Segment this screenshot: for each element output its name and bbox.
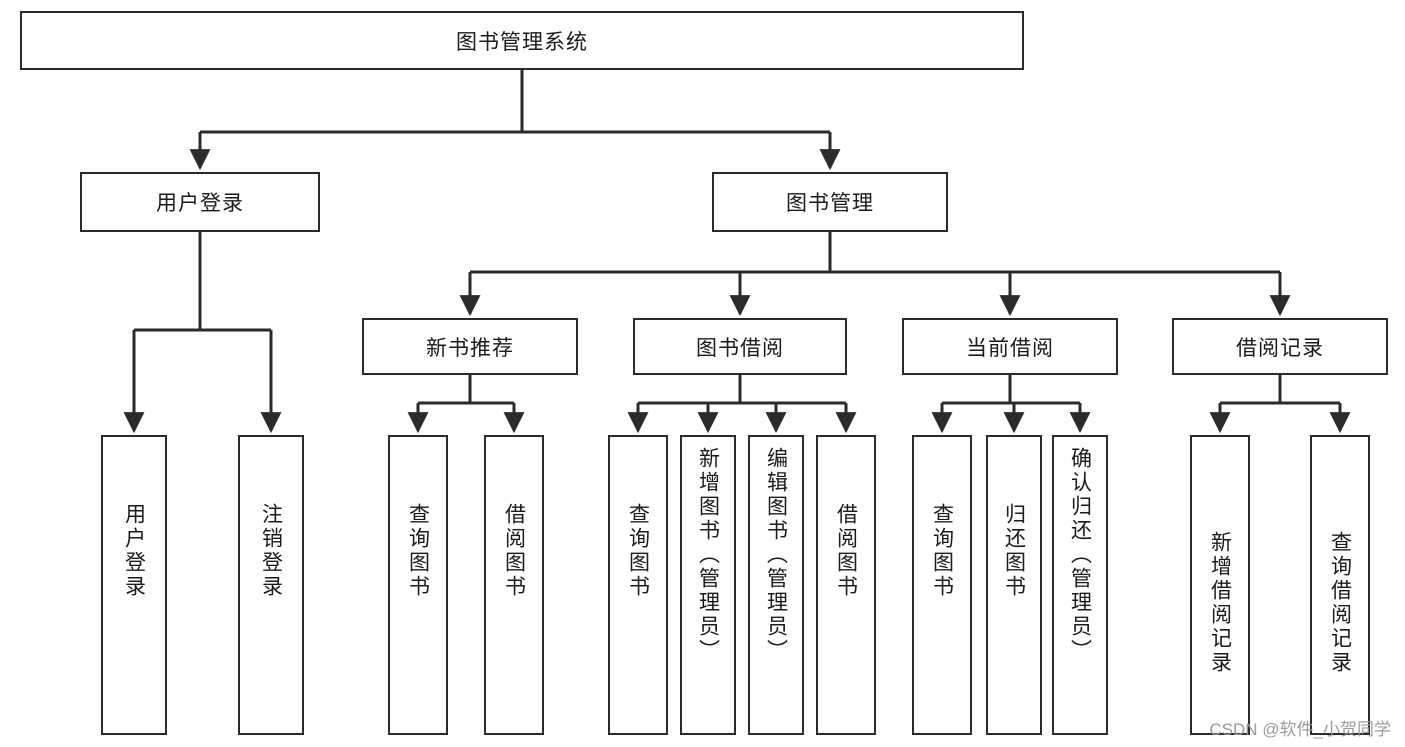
node-leaf-return-book: 归还图书 bbox=[986, 435, 1042, 735]
node-label: 用户登录 bbox=[122, 503, 146, 599]
node-user-login: 用户登录 bbox=[80, 172, 320, 232]
node-label: 当前借阅 bbox=[966, 336, 1054, 360]
node-book-borrow: 图书借阅 bbox=[633, 318, 847, 375]
node-label: 注销登录 bbox=[259, 503, 283, 599]
node-label: 查询图书 bbox=[406, 503, 430, 599]
node-leaf-borrow-book-b: 借阅图书 bbox=[816, 435, 876, 735]
node-label: 归还图书 bbox=[1002, 503, 1026, 599]
node-current-borrow: 当前借阅 bbox=[902, 318, 1118, 375]
node-leaf-query-book-c: 查询图书 bbox=[912, 435, 972, 735]
node-label: 借阅图书 bbox=[834, 503, 858, 599]
node-leaf-borrow-book-a: 借阅图书 bbox=[484, 435, 544, 735]
node-book-management: 图书管理 bbox=[712, 172, 948, 232]
node-leaf-add-book-admin: 新增图书（管理员） bbox=[680, 435, 736, 735]
watermark-text: CSDN @软件_小贺同学 bbox=[1209, 720, 1391, 739]
node-leaf-query-borrow-record: 查询借阅记录 bbox=[1310, 435, 1370, 735]
node-label: 借阅图书 bbox=[502, 503, 526, 599]
node-label: 查询图书 bbox=[930, 503, 954, 599]
node-label: 借阅记录 bbox=[1236, 336, 1324, 360]
node-label: 确认归还（管理员） bbox=[1068, 447, 1092, 663]
node-root-system: 图书管理系统 bbox=[20, 11, 1024, 70]
node-label: 新增借阅记录 bbox=[1208, 531, 1232, 675]
node-label: 新增图书（管理员） bbox=[696, 447, 720, 663]
node-leaf-confirm-return-admin: 确认归还（管理员） bbox=[1052, 435, 1108, 735]
node-leaf-query-book-a: 查询图书 bbox=[388, 435, 448, 735]
node-label: 图书管理系统 bbox=[456, 30, 588, 54]
node-label: 查询图书 bbox=[626, 503, 650, 599]
node-new-book-recommend: 新书推荐 bbox=[362, 318, 578, 375]
node-leaf-query-book-b: 查询图书 bbox=[608, 435, 668, 735]
node-borrow-records: 借阅记录 bbox=[1172, 318, 1388, 375]
node-label: 图书管理 bbox=[786, 192, 874, 215]
node-label: 新书推荐 bbox=[426, 336, 514, 360]
node-label: 用户登录 bbox=[156, 192, 244, 215]
node-leaf-logout: 注销登录 bbox=[238, 435, 304, 735]
node-leaf-edit-book-admin: 编辑图书（管理员） bbox=[748, 435, 804, 735]
node-leaf-user-login: 用户登录 bbox=[101, 435, 167, 735]
node-label: 查询借阅记录 bbox=[1328, 531, 1352, 675]
node-label: 编辑图书（管理员） bbox=[764, 447, 788, 663]
node-label: 图书借阅 bbox=[696, 336, 784, 360]
node-leaf-add-borrow-record: 新增借阅记录 bbox=[1190, 435, 1250, 735]
